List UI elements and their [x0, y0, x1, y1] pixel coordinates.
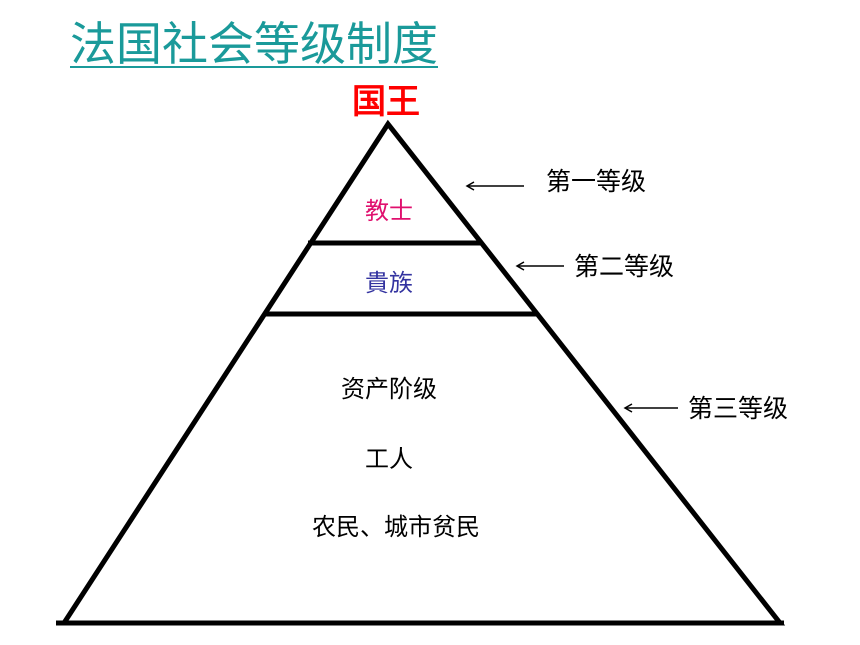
arrow-third-level — [623, 403, 678, 413]
bourgeoisie-label: 资产阶级 — [341, 375, 437, 403]
arrow-second-level — [515, 261, 564, 271]
page-title: 法国社会等级制度 — [70, 17, 438, 71]
first-level-label: 第一等级 — [546, 167, 647, 196]
third-level-label: 第三等级 — [688, 394, 789, 423]
arrow-first-level — [465, 181, 524, 191]
second-level-label: 第二等级 — [574, 252, 675, 281]
king-label: 国王 — [352, 82, 420, 122]
workers-label: 工人 — [365, 445, 413, 473]
peasants-urban-poor-label: 农民、城市贫民 — [312, 513, 480, 541]
clergy-label: 教士 — [365, 197, 413, 225]
nobility-label: 貴族 — [365, 269, 413, 297]
